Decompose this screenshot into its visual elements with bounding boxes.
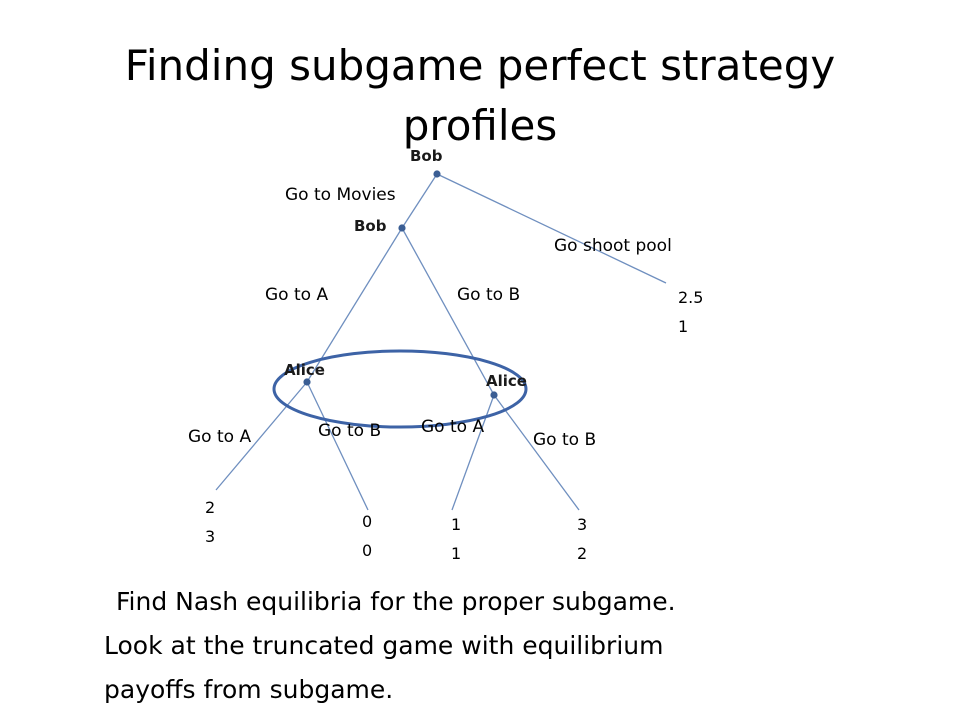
action-label-bob-go-to-b: Go to B [457,285,520,305]
player-label-alice-right: Alice [486,372,527,390]
action-label-alice-right-go-to-a: Go to A [421,417,484,437]
payoff-aa-top: 2 [205,498,215,517]
payoff-ab-top: 0 [362,512,372,531]
node-alice-right [490,391,498,399]
edge-bob2-to-alice-left [306,227,403,383]
slide-title: Finding subgame perfect strategy profile… [0,36,960,156]
action-label-alice-left-go-to-a: Go to A [188,427,251,447]
payoff-aa-bottom: 3 [205,527,215,546]
edge-alice-right-to-ba [451,394,495,511]
edge-root-to-bob2 [401,173,438,229]
instruction-line-3: payoffs from subgame. [104,675,394,704]
edge-bob2-to-alice-right [401,227,495,396]
slide-title-line-1: Finding subgame perfect strategy [124,41,836,90]
node-root [433,170,441,178]
payoff-ab-bottom: 0 [362,541,372,560]
subgame-ellipse [272,349,528,429]
payoff-pool-top: 2.5 [678,288,703,307]
action-label-alice-left-go-to-b: Go to B [318,421,381,441]
edge-alice-left-to-ab [306,381,369,511]
instruction-text: Find Nash equilibria for the proper subg… [104,580,924,712]
payoff-ba-top: 1 [451,515,461,534]
action-label-alice-right-go-to-b: Go to B [533,430,596,450]
payoff-bb-top: 3 [577,515,587,534]
edge-alice-left-to-aa [215,381,308,491]
player-label-alice-left: Alice [284,361,325,379]
action-label-bob-go-to-a: Go to A [265,285,328,305]
node-alice-left [303,378,311,386]
edge-root-to-pool [436,173,667,284]
payoff-ba-bottom: 1 [451,544,461,563]
payoff-bb-bottom: 2 [577,544,587,563]
player-label-root: Bob [410,147,443,165]
slide-title-line-2: profiles [402,101,558,150]
action-label-go-to-movies: Go to Movies [285,185,396,205]
node-bob2 [398,224,406,232]
instruction-line-1: Find Nash equilibria for the proper subg… [116,587,676,616]
action-label-go-shoot-pool: Go shoot pool [554,236,672,256]
payoff-pool-bottom: 1 [678,317,688,336]
instruction-line-2: Look at the truncated game with equilibr… [104,631,664,660]
player-label-bob2: Bob [354,217,387,235]
edge-alice-right-to-bb [493,394,580,511]
